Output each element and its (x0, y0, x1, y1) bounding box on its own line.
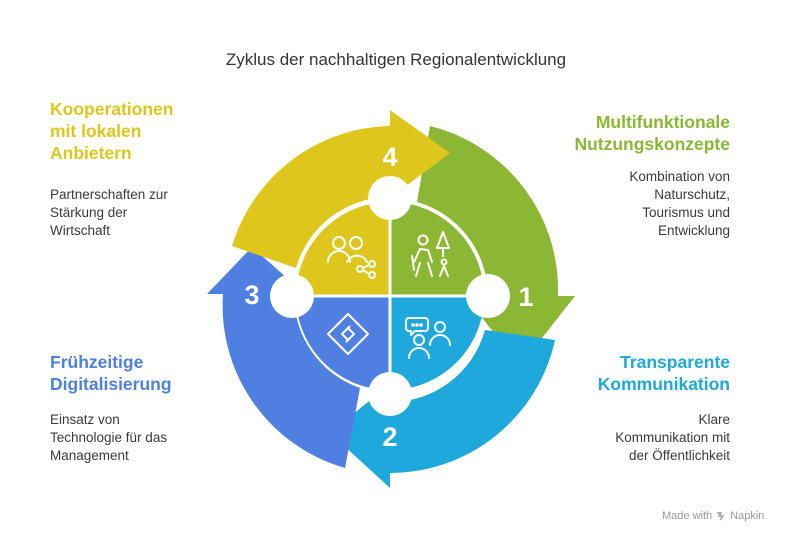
step-2-description: Klare Kommunikation mit der Öffentlichke… (615, 412, 730, 463)
step-2-heading: Transparente Kommunikation (597, 352, 730, 394)
step-4-heading: Kooperationen mit lokalen Anbietern (50, 99, 174, 163)
cycle-arrow-1 (417, 126, 575, 366)
page-title: Zyklus der nachhaltigen Regionalentwickl… (225, 50, 567, 69)
step-number-4: 4 (382, 142, 397, 172)
step-number-3: 3 (244, 280, 259, 310)
footer-brand: Napkin (730, 510, 765, 522)
group-network-icon (327, 236, 376, 279)
quadrant-3 (296, 296, 390, 390)
step-1-heading: Multifunktionale Nutzungskonzepte (574, 112, 730, 154)
hiker-tree-icon (411, 231, 450, 277)
made-with-napkin[interactable]: Made with Napkin (662, 510, 764, 522)
cycle-arrow-3 (207, 247, 360, 468)
step-number-1: 1 (518, 282, 533, 312)
napkin-logo-icon (717, 512, 725, 521)
step-1-description: Kombination von Naturschutz, Tourismus u… (629, 169, 730, 238)
step-3-heading: Frühzeitige Digitalisierung (50, 352, 172, 394)
footer-prefix: Made with (662, 510, 713, 522)
step-3-description: Einsatz von Technologie für das Manageme… (50, 412, 168, 463)
digital-diamond-icon (327, 313, 369, 355)
step-number-2: 2 (382, 422, 397, 452)
cycle-arrow-2 (330, 330, 555, 488)
people-chat-icon (405, 317, 451, 359)
quadrant-2 (390, 296, 484, 390)
cycle-arrow-4 (232, 110, 450, 268)
step-4-description: Partnerschaften zur Stärkung der Wirtsch… (50, 187, 168, 238)
